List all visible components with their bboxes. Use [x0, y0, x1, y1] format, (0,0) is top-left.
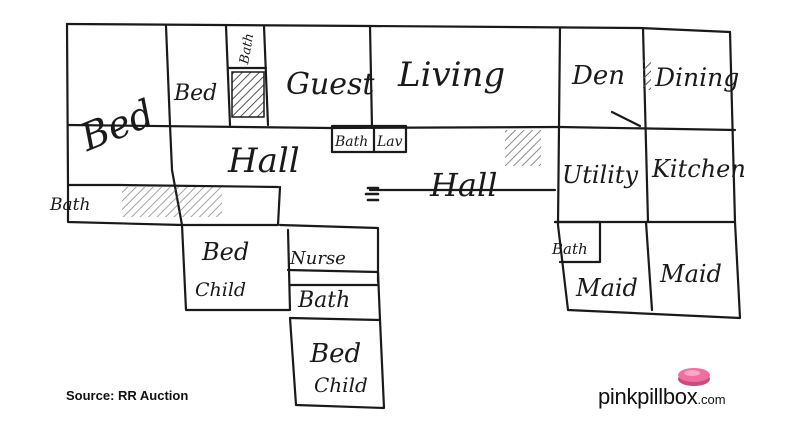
wall-maid-bath	[553, 220, 602, 264]
room-child2: Child	[314, 373, 368, 397]
room-bath-top: Bath	[237, 32, 257, 66]
wall-v3	[262, 24, 270, 127]
room-child1: Child	[195, 279, 246, 301]
wall-row-1	[66, 123, 737, 132]
wall-outer-right	[728, 30, 737, 224]
wall-maid	[556, 220, 742, 320]
box-lav	[372, 124, 408, 154]
wall-center-stub	[278, 223, 380, 284]
stair-mark	[364, 186, 380, 202]
wall-v2	[224, 24, 232, 127]
room-bath-mid: Bath	[334, 134, 368, 150]
pill-icon	[678, 368, 710, 386]
room-bed-top: Bed	[173, 81, 217, 106]
room-hall-left: Hall	[227, 141, 300, 181]
site-logo: pinkpillbox.com	[598, 368, 726, 418]
room-bed-child2: Bed	[309, 339, 361, 369]
room-kitchen: Kitchen	[651, 155, 746, 183]
room-den: Den	[571, 61, 625, 91]
hatch-bath-left	[122, 187, 222, 217]
room-hall-right: Hall	[429, 166, 497, 204]
room-guest: Guest	[286, 67, 375, 102]
room-maid1: Maid	[575, 274, 638, 302]
room-dining: Dining	[654, 63, 739, 92]
hatch-bath-top	[231, 71, 265, 118]
wall-top	[65, 22, 732, 34]
wall-v6	[641, 26, 650, 224]
room-bed-child1: Bed	[201, 238, 249, 266]
wall-diag	[610, 110, 642, 128]
room-bed-left: Bed	[73, 91, 160, 160]
room-bath-left: Bath	[49, 195, 90, 215]
room-utility: Utility	[562, 161, 639, 189]
room-lav: Lav	[376, 134, 403, 150]
room-bath-nurse: Bath	[297, 288, 350, 313]
room-bath-maid: Bath	[551, 240, 588, 258]
wall-nurse	[286, 268, 382, 322]
wall-child2	[288, 316, 386, 410]
hatch-hall	[505, 130, 541, 166]
source-caption: Source: RR Auction	[66, 388, 189, 403]
room-nurse: Nurse	[289, 248, 346, 269]
room-living: Living	[397, 55, 505, 95]
wall-row-2	[66, 183, 280, 189]
wall-v4	[368, 24, 374, 130]
wall-maid-split	[644, 220, 654, 312]
wall-v5	[556, 26, 562, 227]
wall-outer-left	[65, 22, 70, 187]
logo-tld: .com	[697, 392, 726, 407]
hatch-dining	[643, 60, 651, 90]
logo-brand: pinkpillbox	[598, 384, 698, 409]
room-maid2: Maid	[659, 260, 722, 288]
